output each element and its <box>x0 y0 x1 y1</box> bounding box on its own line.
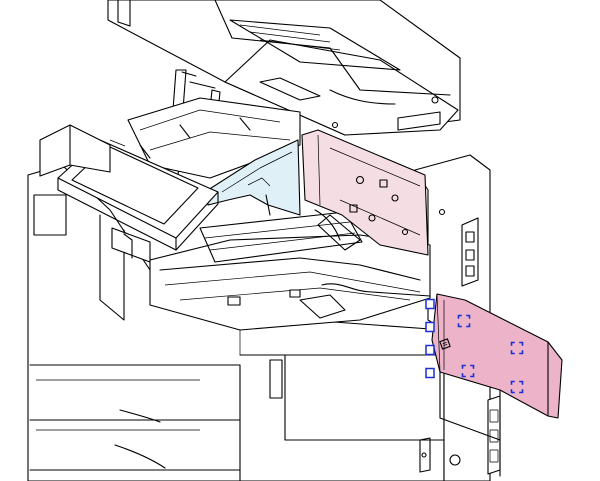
transport-latch <box>289 289 301 298</box>
screw-marker-frame-edge <box>425 321 435 333</box>
toner-area-highlight <box>207 139 301 216</box>
screw-markers <box>425 298 524 394</box>
screw-marker-frame-edge <box>425 344 435 356</box>
paper-transport-area <box>149 211 431 331</box>
screw-marker-cover <box>461 364 475 378</box>
removed-rear-cover <box>431 293 563 477</box>
rear-frame-highlight <box>301 129 429 256</box>
clip-icon <box>439 338 451 350</box>
scanner-unit <box>107 0 461 136</box>
right-connectors <box>419 208 501 475</box>
inner-frame <box>127 97 301 179</box>
screw-marker-cover <box>457 314 471 328</box>
screw-marker-frame-edge <box>425 367 435 379</box>
door-handle <box>269 359 283 399</box>
transport-latch <box>227 296 241 306</box>
left-upper-panel <box>39 124 111 177</box>
side-panel-recess <box>33 194 67 236</box>
screw-marker-frame-edge <box>425 298 435 310</box>
screw-marker-cover <box>510 341 524 355</box>
screw-marker-cover <box>510 380 524 394</box>
